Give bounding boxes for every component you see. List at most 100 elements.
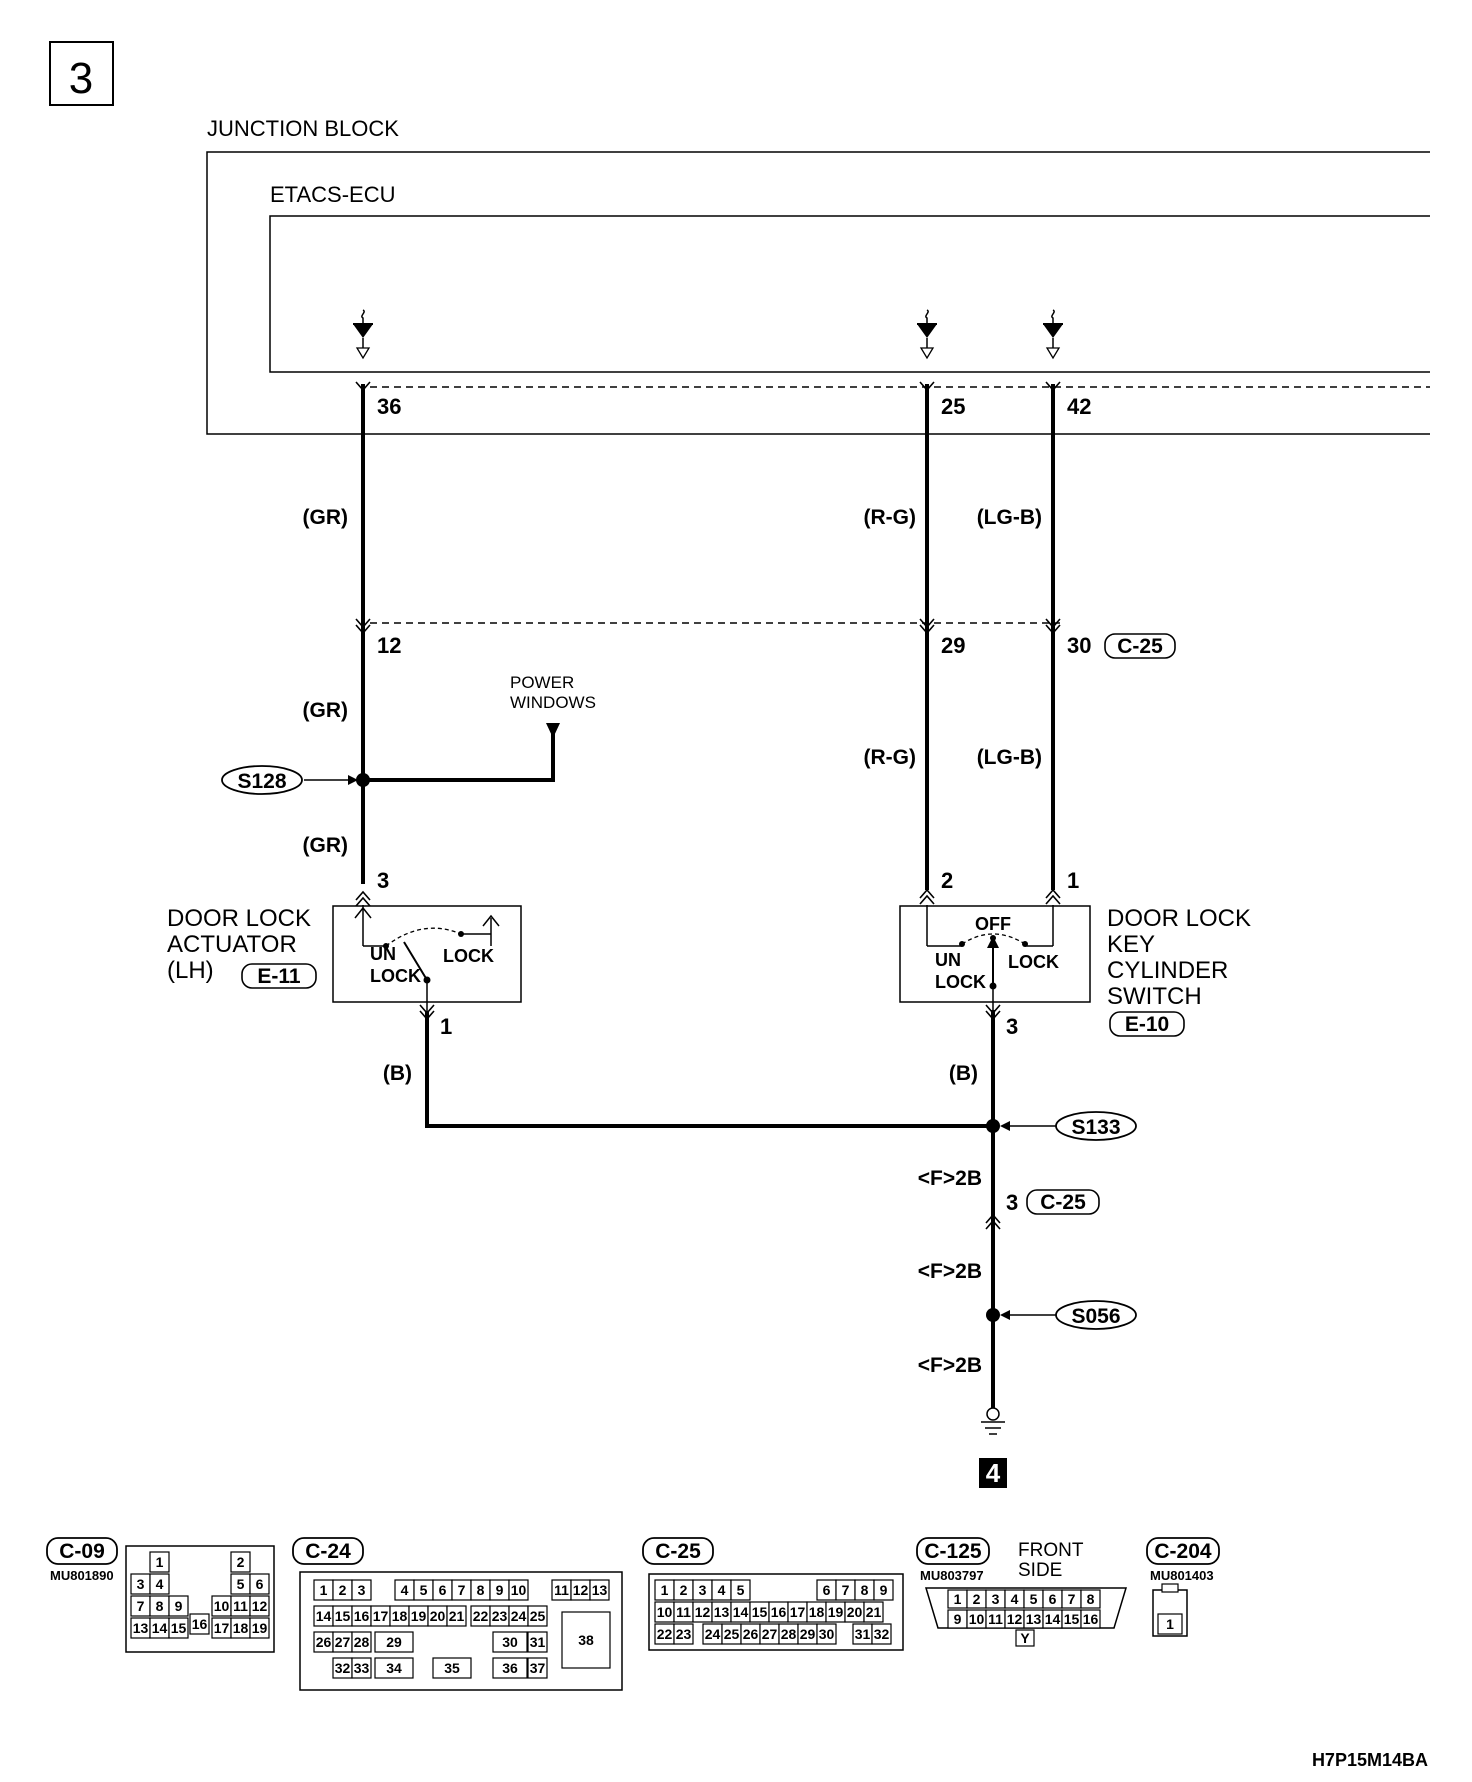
c204-label: C-204: [1154, 1540, 1212, 1563]
connector-pin-number: 18: [809, 1604, 825, 1620]
continuation-marker-box: [979, 1458, 1007, 1488]
connector-pin-number: 7: [1068, 1591, 1076, 1607]
connector-pin-number: 13: [133, 1620, 149, 1636]
switch-unlock-1: UN: [935, 950, 961, 970]
connector-pin-number: 10: [511, 1582, 527, 1598]
connector-pin-number: 1: [661, 1582, 669, 1598]
splice-s128-tag: [221, 765, 303, 795]
connector-pin-number: 20: [430, 1608, 446, 1624]
connector-pin-number: 4: [156, 1576, 164, 1592]
wire-color-b-1: (B): [383, 1062, 412, 1085]
connector-pin-number: 28: [354, 1634, 370, 1650]
connector-pin-cell: [1157, 1613, 1183, 1635]
c09-label: C-09: [59, 1540, 105, 1563]
connector-pin-number: 25: [724, 1626, 740, 1642]
connector-pin-number: 15: [1064, 1611, 1080, 1627]
power-windows-label-1: POWER: [510, 673, 574, 692]
connector-pin-number: 1: [954, 1591, 962, 1607]
connector-pin-number: 12: [252, 1598, 268, 1614]
wire-color-rg-1: (R-G): [864, 506, 916, 529]
pin-36: 36: [377, 394, 401, 419]
ground-path-label-2: <F>2B: [918, 1260, 982, 1283]
ground-path-label-1: <F>2B: [918, 1167, 982, 1190]
connector-pin-number: 8: [1087, 1591, 1095, 1607]
connector-pin-number: 30: [502, 1634, 518, 1650]
connector-pin-number: 5: [1030, 1591, 1038, 1607]
connector-pin-number: 4: [401, 1582, 409, 1598]
connector-pin-cell: [871, 1623, 892, 1645]
connector-pin-number: 8: [156, 1598, 164, 1614]
ground-c25-tag: [1026, 1189, 1100, 1215]
connector-pin-number: 1: [320, 1582, 328, 1598]
connector-pin-cell: [149, 1551, 170, 1573]
connector-pin-cell: [863, 1601, 884, 1623]
connector-pin-number: 22: [473, 1608, 489, 1624]
connector-pin-number: 34: [386, 1660, 402, 1676]
connector-pin-cell: [673, 1623, 694, 1645]
connector-pin-cell: [1080, 1609, 1101, 1629]
connector-pin-cell: [351, 1579, 372, 1601]
c25-connector-label: C-25: [1117, 635, 1163, 658]
connector-pin-cell: [492, 1657, 528, 1679]
connector-pin-number: 7: [842, 1582, 850, 1598]
connector-pin-number: 26: [316, 1634, 332, 1650]
connector-pin-number: 17: [373, 1608, 389, 1624]
connector-pin-number: 27: [762, 1626, 778, 1642]
connector-pin-number: 18: [233, 1620, 249, 1636]
connector-pin-cell: [589, 1579, 610, 1601]
connector-pin-number: 8: [861, 1582, 869, 1598]
c125-note-2: SIDE: [1018, 1560, 1062, 1581]
connector-pin-number: 6: [439, 1582, 447, 1598]
connector-pin-number: 16: [1083, 1611, 1099, 1627]
switch-label-4: SWITCH: [1107, 983, 1202, 1010]
switch-pin-1: 1: [1067, 868, 1079, 893]
c24-label: C-24: [305, 1540, 351, 1563]
connector-pin-number: 22: [657, 1626, 673, 1642]
connector-pin-number: 31: [530, 1634, 546, 1650]
connector-pin-number: 10: [969, 1611, 985, 1627]
wire-color-lgb-1: (LG-B): [977, 506, 1042, 529]
connector-pin-cell: [730, 1579, 751, 1601]
connector-pin-number: 4: [718, 1582, 726, 1598]
connector-pin-number: 29: [800, 1626, 816, 1642]
wire-color-gr-3: (GR): [303, 834, 349, 857]
c125-part: MU803797: [920, 1568, 984, 1583]
connector-pin-cell: [432, 1657, 472, 1679]
ground-icon: [981, 1407, 1005, 1435]
junction-block-label: JUNCTION BLOCK: [207, 116, 399, 141]
connector-pin-number: 19: [252, 1620, 268, 1636]
switch-unlock-2: LOCK: [935, 972, 986, 992]
splice-s133-tag: [1055, 1111, 1137, 1141]
connector-pin-number: 3: [699, 1582, 707, 1598]
connector-pin-number: 24: [705, 1626, 721, 1642]
connector-pin-number: 21: [449, 1608, 465, 1624]
connector-pin-number: 11: [233, 1598, 248, 1614]
switch-connector-tag: [1109, 1011, 1185, 1037]
connector-pin-cell: [351, 1657, 372, 1679]
splice-s056-label: S056: [1071, 1305, 1120, 1328]
connector-pin-cell: [816, 1623, 837, 1645]
connector-pin-number: 11: [554, 1582, 569, 1598]
connector-pin-number: 15: [171, 1620, 187, 1636]
connector-pin-number: 16: [354, 1608, 370, 1624]
connector-pin-number: 28: [781, 1626, 797, 1642]
ecu-outline: [269, 215, 1430, 373]
connector-pin-number: 11: [988, 1611, 1003, 1627]
actuator-label-1: DOOR LOCK: [167, 905, 311, 932]
connector-pin-number: 14: [316, 1608, 332, 1624]
ground-path-pin-3: 3: [1006, 1190, 1018, 1215]
key-cylinder-switch-box: [899, 905, 1091, 1003]
splice-s128-dot: [356, 773, 370, 787]
connector-pin-number: 23: [492, 1608, 508, 1624]
connector-pin-number: 5: [737, 1582, 745, 1598]
connector-pin-number: 27: [335, 1634, 351, 1650]
connector-pin-number: 2: [237, 1554, 245, 1570]
junction-block-outline: [206, 151, 1430, 435]
connector-pin-number: 6: [823, 1582, 831, 1598]
connector-pin-number: 4: [1011, 1591, 1019, 1607]
connector-pin-number: 29: [386, 1634, 402, 1650]
wire-color-rg-2: (R-G): [864, 746, 916, 769]
